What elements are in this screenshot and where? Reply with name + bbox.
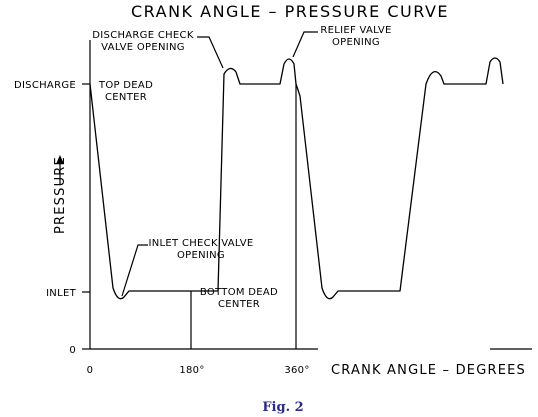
pressure-curve <box>89 57 504 300</box>
x-tick-0: 0 <box>87 365 94 376</box>
bottom-dead-center-label-line2: CENTER <box>218 299 260 310</box>
inlet-check-label-line2: OPENING <box>177 250 225 261</box>
pressure-arrow-head <box>56 155 64 163</box>
discharge-check-leader <box>197 36 224 69</box>
top-dead-center-label-line1: TOP DEAD <box>98 80 153 91</box>
top-dead-center-label-line2: CENTER <box>105 92 147 103</box>
discharge-check-label-line2: VALVE OPENING <box>101 42 185 53</box>
figure-caption: Fig. 2 <box>262 400 303 415</box>
relief-valve-label-line2: OPENING <box>332 37 380 48</box>
discharge-level-label: DISCHARGE <box>14 80 76 91</box>
diagram-title: CRANK ANGLE – PRESSURE CURVE <box>131 2 449 21</box>
relief-valve-label-line1: RELIEF VALVE <box>320 25 391 36</box>
bottom-dead-center-label-line1: BOTTOM DEAD <box>200 287 278 298</box>
inlet-level-label: INLET <box>46 288 77 299</box>
x-axis-title: CRANK ANGLE – DEGREES <box>331 363 526 378</box>
discharge-check-label-line1: DISCHARGE CHECK <box>92 30 194 41</box>
x-tick-180: 180° <box>179 365 204 376</box>
pressure-axis-title: PRESSURE <box>53 156 68 234</box>
inlet-check-label-line1: INLET CHECK VALVE <box>149 238 254 249</box>
inlet-check-leader <box>121 244 148 297</box>
relief-valve-leader <box>292 31 318 58</box>
x-tick-360: 360° <box>284 365 309 376</box>
zero-level-label: 0 <box>69 345 76 356</box>
